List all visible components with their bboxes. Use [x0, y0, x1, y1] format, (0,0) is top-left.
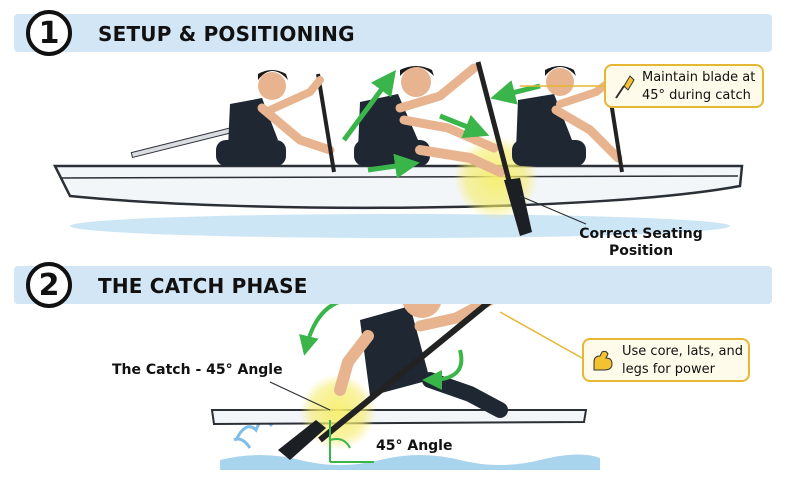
seating-callout-leader [519, 195, 587, 225]
blade-callout-line2: 45° during catch [642, 88, 751, 103]
section-1-banner [14, 14, 772, 52]
angle-label: 45° Angle [376, 438, 453, 454]
catch-label-leader [269, 381, 331, 411]
section-2-title: THE CATCH PHASE [98, 274, 308, 298]
water-waves [220, 454, 600, 470]
arrow-to-paddle [439, 113, 490, 139]
paddler-catch [278, 276, 508, 460]
power-callout-line1: Use core, lats, and [622, 344, 744, 359]
blade-callout-line1: Maintain blade at [642, 70, 756, 85]
water-ripple [70, 214, 730, 238]
section-2-banner [14, 266, 772, 304]
section-1-number-circle: 1 [26, 10, 72, 56]
seating-label: Correct Seating Position [566, 226, 716, 260]
section-1-number: 1 [38, 15, 60, 51]
power-callout-leader [499, 311, 583, 359]
canoe-hull [52, 164, 744, 210]
section-1-title: SETUP & POSITIONING [98, 22, 355, 46]
canoe-hull-catch [210, 409, 588, 426]
section-2-number: 2 [38, 267, 60, 303]
arrow-forward [367, 153, 420, 179]
seating-label-line1: Correct Seating [579, 226, 703, 242]
paddle-icon [614, 74, 636, 100]
power-callout-line2: legs for power [622, 362, 715, 377]
paddler-left [216, 70, 336, 173]
arrow-up-diagonal [341, 69, 396, 142]
water-splash [233, 419, 274, 449]
power-callout: Use core, lats, and legs for power [582, 338, 750, 382]
arrow-curve-right [422, 349, 464, 390]
arrow-left [490, 80, 541, 105]
blade-callout: Maintain blade at 45° during catch [604, 64, 764, 108]
section-2-number-circle: 2 [26, 262, 72, 308]
flexed-arm-icon [590, 348, 616, 374]
paddler-middle [354, 61, 532, 236]
angle-arc [329, 438, 351, 449]
catch-angle-label: The Catch - 45° Angle [112, 362, 283, 378]
seating-label-line2: Position [608, 243, 674, 259]
